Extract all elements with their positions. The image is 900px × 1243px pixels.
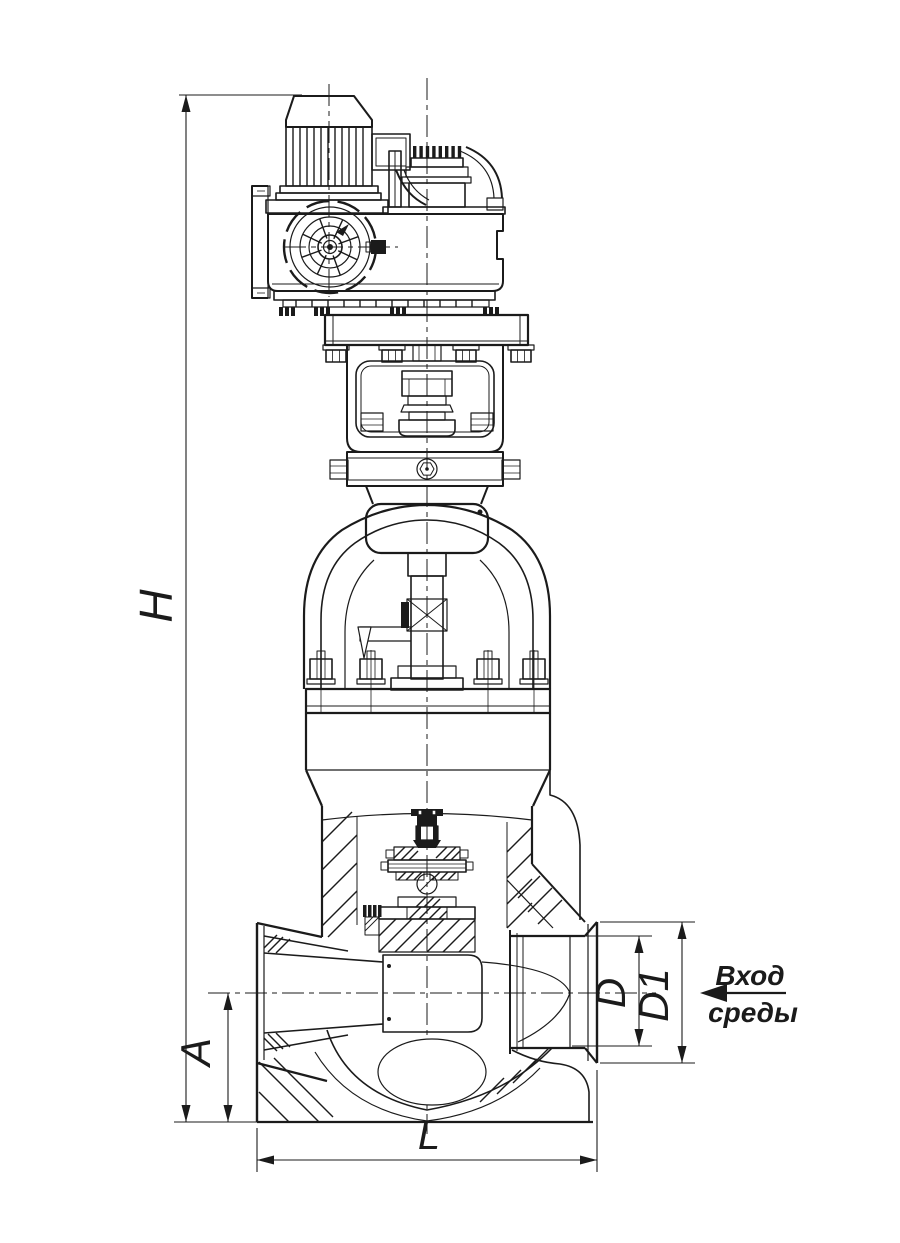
flow-direction: Вход среды — [700, 960, 798, 1028]
actuator-mounting-bracket — [251, 185, 271, 299]
dimension-l-label: L — [418, 1114, 440, 1158]
dimension-a: A — [172, 993, 233, 1122]
dimension-d: D — [572, 935, 652, 1047]
body-bowl — [257, 954, 593, 1124]
dimension-d1-label: D1 — [630, 968, 677, 1022]
yoke-flange — [304, 650, 552, 715]
position-pointer — [357, 626, 372, 659]
dimension-h: H — [130, 94, 302, 1123]
left-port — [255, 921, 384, 1122]
valve-plug — [382, 954, 483, 1033]
dimension-h-label: H — [130, 589, 182, 623]
right-port — [509, 921, 599, 1122]
flow-arrow-icon — [700, 984, 727, 1002]
rotation-arrow-icon — [336, 224, 349, 236]
valve-upper-body — [304, 713, 581, 920]
flow-label-line2: среды — [708, 997, 798, 1028]
gland-packing — [363, 809, 476, 953]
dimension-a-label: A — [172, 1038, 219, 1069]
flange-bolts — [322, 344, 535, 363]
dimension-d1: D1 — [600, 921, 695, 1064]
seat-retainer-stud — [363, 905, 382, 936]
dimension-d-label: D — [587, 978, 634, 1008]
valve-stem — [357, 552, 464, 691]
flow-label-line1: Вход — [715, 960, 784, 991]
electric-motor — [265, 95, 430, 214]
dimension-l: L — [256, 1070, 598, 1172]
terminal-fins — [413, 146, 462, 158]
clamp-band — [329, 451, 521, 487]
valve-body — [320, 806, 586, 938]
yoke — [302, 503, 552, 689]
handwheel — [282, 199, 386, 295]
actuator-gearbox — [267, 213, 504, 316]
stem-coupling — [398, 344, 456, 437]
yoke-flange-bolts — [306, 650, 549, 712]
stem-housing — [346, 344, 504, 453]
actuator-control-unit — [382, 146, 506, 215]
housing-side-bolts — [360, 412, 494, 432]
centerlines — [208, 78, 656, 1134]
motor-junction-box — [371, 133, 411, 171]
input-shaft — [371, 240, 386, 254]
base-studs — [279, 307, 499, 316]
